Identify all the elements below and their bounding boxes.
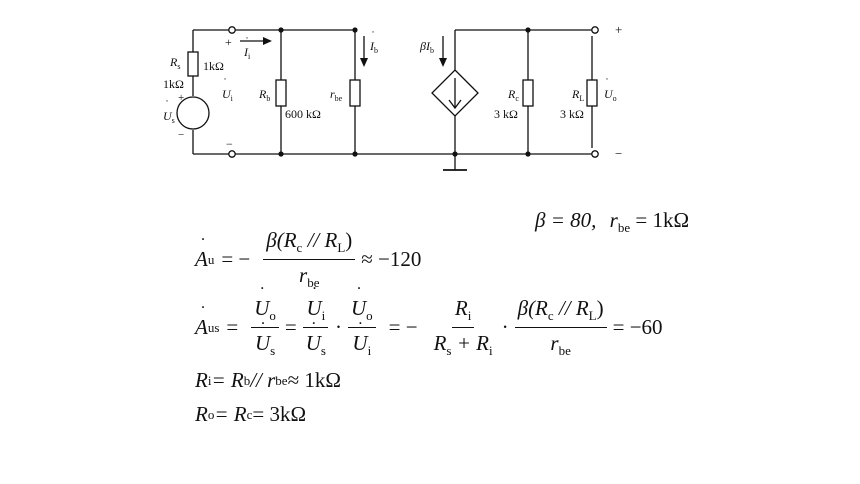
uo-dot: ˙: [605, 75, 609, 89]
source-plus: +: [178, 92, 184, 104]
rl-value: 3 kΩ: [560, 107, 584, 121]
uo-label: Uo: [604, 87, 617, 103]
rbe-label: rbe: [330, 87, 343, 103]
ib-dot: ˙: [371, 28, 375, 42]
rl-label: RL: [571, 87, 584, 103]
ui-dot: ˙: [223, 75, 227, 89]
us-label: Us: [163, 109, 175, 125]
small-signal-circuit: + − + − Rs 1kΩ 1kΩ + − Us ˙ Ii ˙ Ui ˙ Rb…: [163, 22, 622, 171]
rs-value-right: 1kΩ: [203, 59, 224, 73]
rs-value-left: 1kΩ: [163, 77, 184, 91]
input-minus: −: [226, 137, 233, 151]
input-plus: +: [225, 35, 232, 49]
output-plus: +: [615, 22, 622, 37]
ui-label: Ui: [222, 87, 234, 103]
ii-label: Ii: [243, 45, 251, 61]
rs-label: Rs: [169, 55, 180, 71]
ib-label: Ib: [369, 39, 378, 55]
given-parameters: β = 80, rbe = 1kΩ: [535, 208, 690, 235]
rc-label: Rc: [507, 87, 519, 103]
controlled-source-label: βIb: [419, 39, 434, 55]
ii-dot: ˙: [245, 34, 249, 48]
gain-fraction: β(Rc // RL) rbe: [263, 228, 356, 291]
us-dot: ˙: [165, 97, 169, 111]
rb-value: 600 kΩ: [285, 107, 321, 121]
rb-label: Rb: [258, 87, 270, 103]
source-minus: −: [178, 129, 184, 141]
rc-value: 3 kΩ: [494, 107, 518, 121]
output-minus: −: [615, 146, 622, 161]
voltage-gain-equation: Au = − β(Rc // RL) rbe ≈ −120: [195, 228, 421, 291]
